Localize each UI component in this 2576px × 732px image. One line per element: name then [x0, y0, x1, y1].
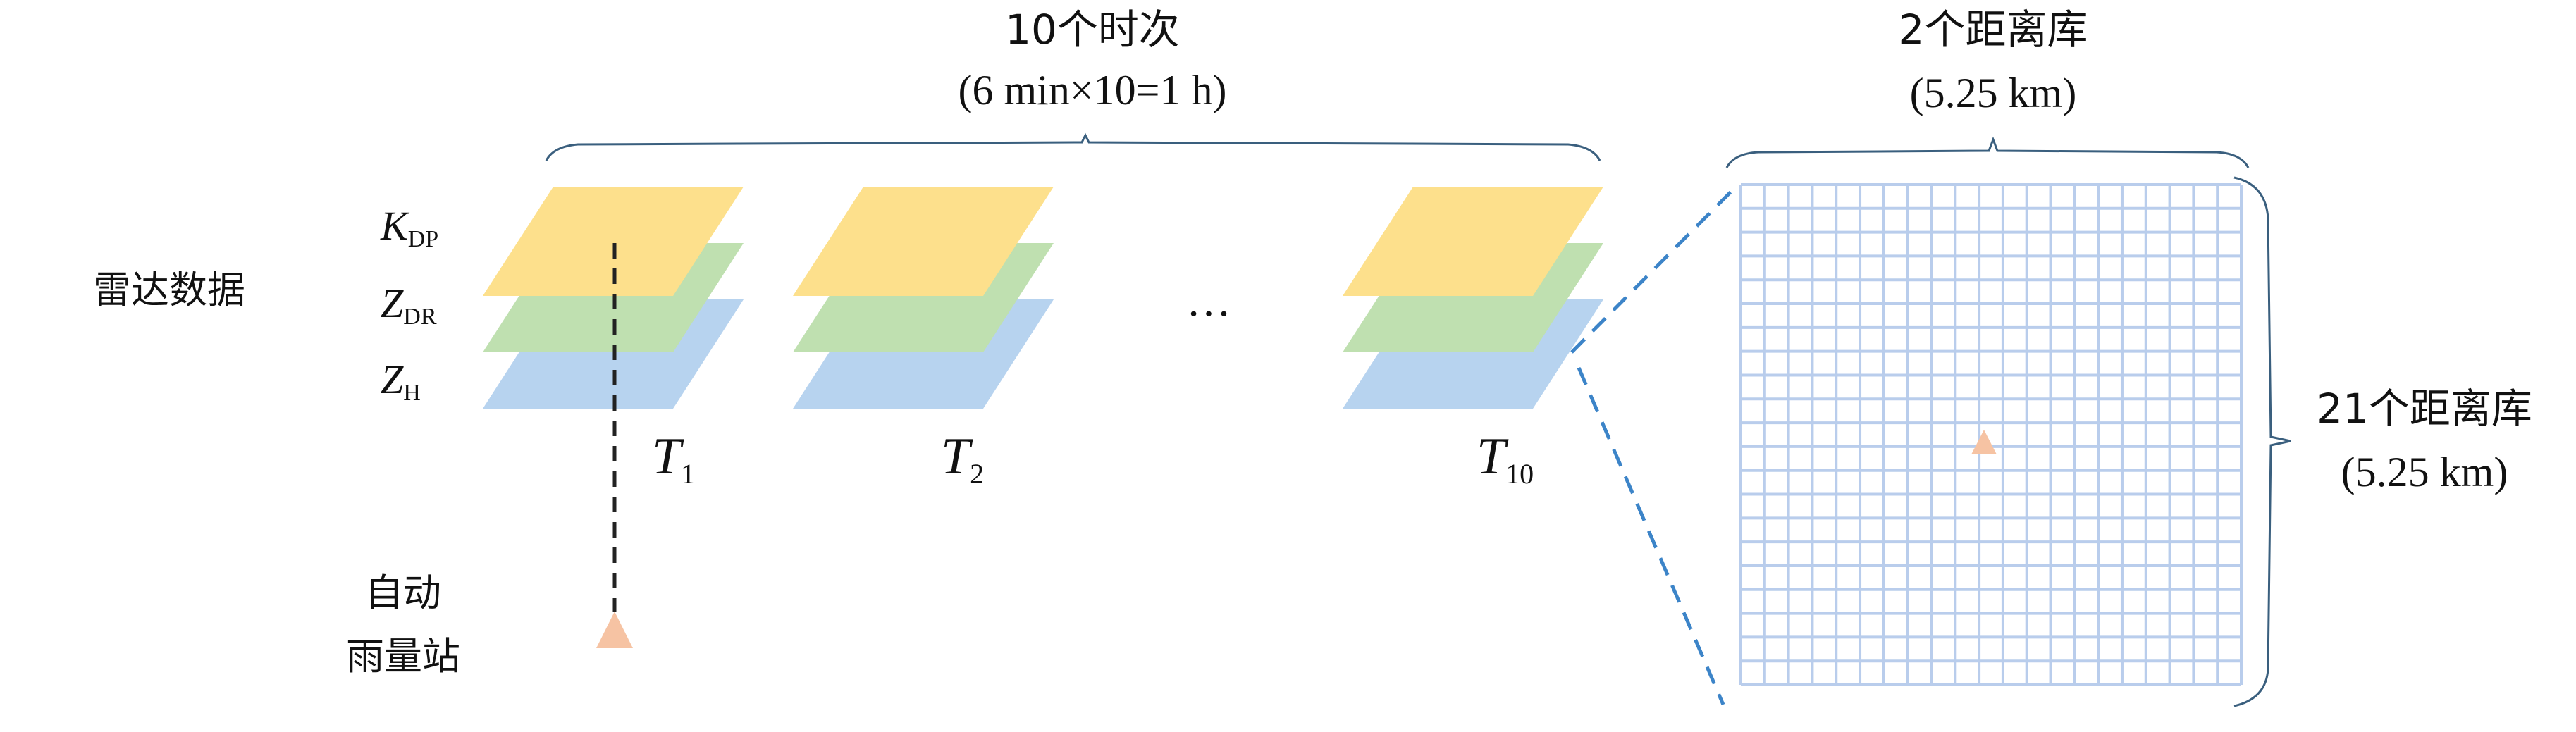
grid-right-count-label: 21个距离库: [2317, 385, 2532, 433]
time-detail-label: (6 min×10=1 h): [959, 67, 1227, 113]
rain-station-label-line1: 自动: [365, 571, 441, 615]
rain-station-marker-icon: [596, 612, 633, 648]
time-count-label: 10个时次: [1005, 6, 1180, 54]
ellipsis: …: [1186, 275, 1231, 325]
range-bin-grid: [1739, 183, 2243, 686]
layer-stack-t10: [1343, 187, 1603, 409]
kdp-label: KDP: [380, 203, 438, 252]
kdp-layer: [793, 187, 1054, 296]
rain-station-label-line2: 雨量站: [346, 634, 460, 678]
time-steps-brace: [545, 132, 1601, 161]
grid-right-brace: [2233, 176, 2291, 707]
grid-right-km-label: (5.25 km): [2341, 449, 2508, 495]
grid-top-brace: [1725, 136, 2250, 168]
zh-label: ZH: [381, 356, 421, 406]
zoom-dashed-line-upper: [1570, 184, 1739, 354]
grid-top-km-label: (5.25 km): [1910, 70, 2077, 116]
kdp-layer: [1343, 187, 1603, 296]
t10-label: T10: [1477, 428, 1534, 490]
zdr-label: ZDR: [381, 280, 437, 330]
grid-center-marker-icon: [1971, 430, 1997, 454]
grid-top-count-label: 2个距离库: [1899, 6, 2088, 54]
zoom-dashed-line-lower: [1577, 367, 1725, 705]
radar-data-label: 雷达数据: [93, 268, 245, 312]
t2-label: T2: [941, 428, 984, 490]
kdp-layer: [483, 187, 744, 296]
t1-label: T1: [652, 428, 695, 490]
layer-stack-t2: [793, 187, 1054, 409]
